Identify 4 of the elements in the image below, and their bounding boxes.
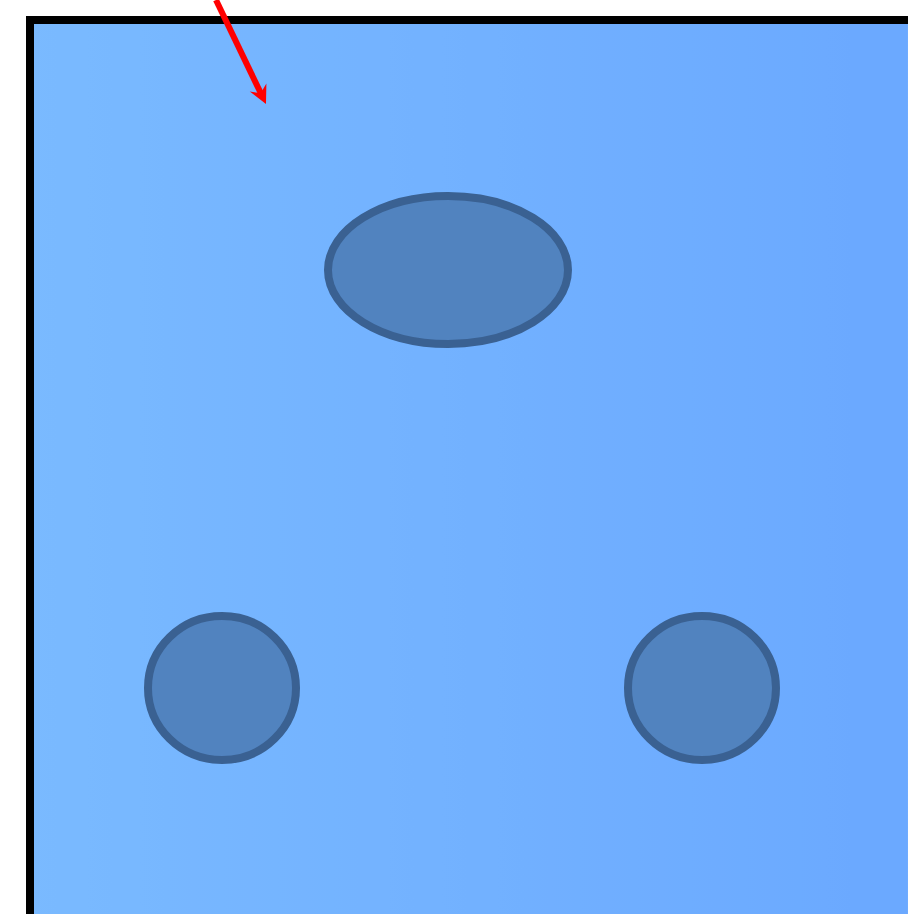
canvas-panel bbox=[26, 16, 908, 914]
circle-shape bbox=[144, 612, 300, 764]
circle-shape bbox=[624, 612, 780, 764]
ellipse-shape bbox=[324, 192, 572, 348]
